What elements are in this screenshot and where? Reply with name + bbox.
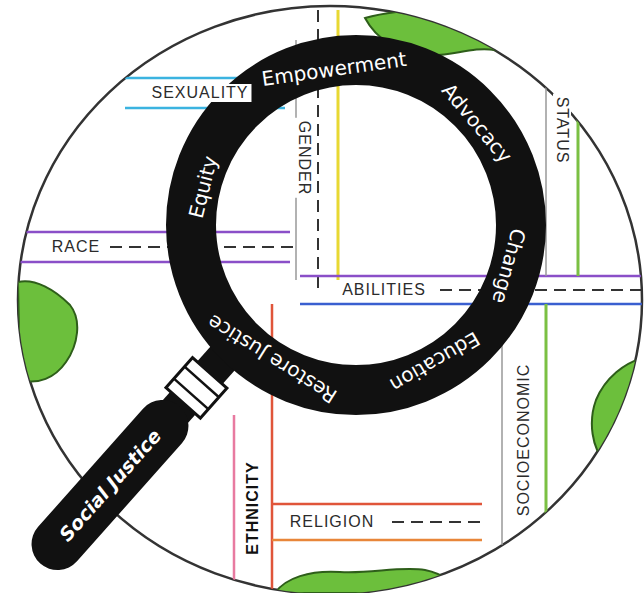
road-label: STATUS xyxy=(553,94,571,167)
road-centerline xyxy=(440,289,644,291)
collar-band xyxy=(174,379,208,410)
road-line xyxy=(15,231,290,234)
road-label: SOCIOECONOMIC xyxy=(515,361,533,520)
continent xyxy=(130,556,160,577)
handle-label: Social Justice xyxy=(56,426,165,545)
globe-outline xyxy=(18,6,642,593)
road-line xyxy=(233,415,236,593)
road-line xyxy=(501,330,503,545)
road-label: RACE xyxy=(49,238,103,256)
road-line xyxy=(272,539,482,542)
road-line xyxy=(577,60,580,276)
road-line xyxy=(300,275,644,278)
road-label: GENDER xyxy=(295,118,313,198)
continent xyxy=(592,358,644,470)
continent xyxy=(275,569,458,593)
road-centerline xyxy=(392,521,482,523)
road-line xyxy=(15,261,290,264)
continent xyxy=(18,281,77,381)
road-line xyxy=(545,304,548,545)
road-line xyxy=(545,80,547,276)
globe-map xyxy=(15,9,644,593)
road-label: ABILITIES xyxy=(339,281,429,299)
road-label: SEXUALITY xyxy=(148,84,251,102)
road-line xyxy=(272,503,482,506)
magnifier-handle: Social Justice xyxy=(21,389,199,581)
road-label: RELIGION xyxy=(287,513,377,531)
road-label: ETHNICITY xyxy=(244,458,262,557)
